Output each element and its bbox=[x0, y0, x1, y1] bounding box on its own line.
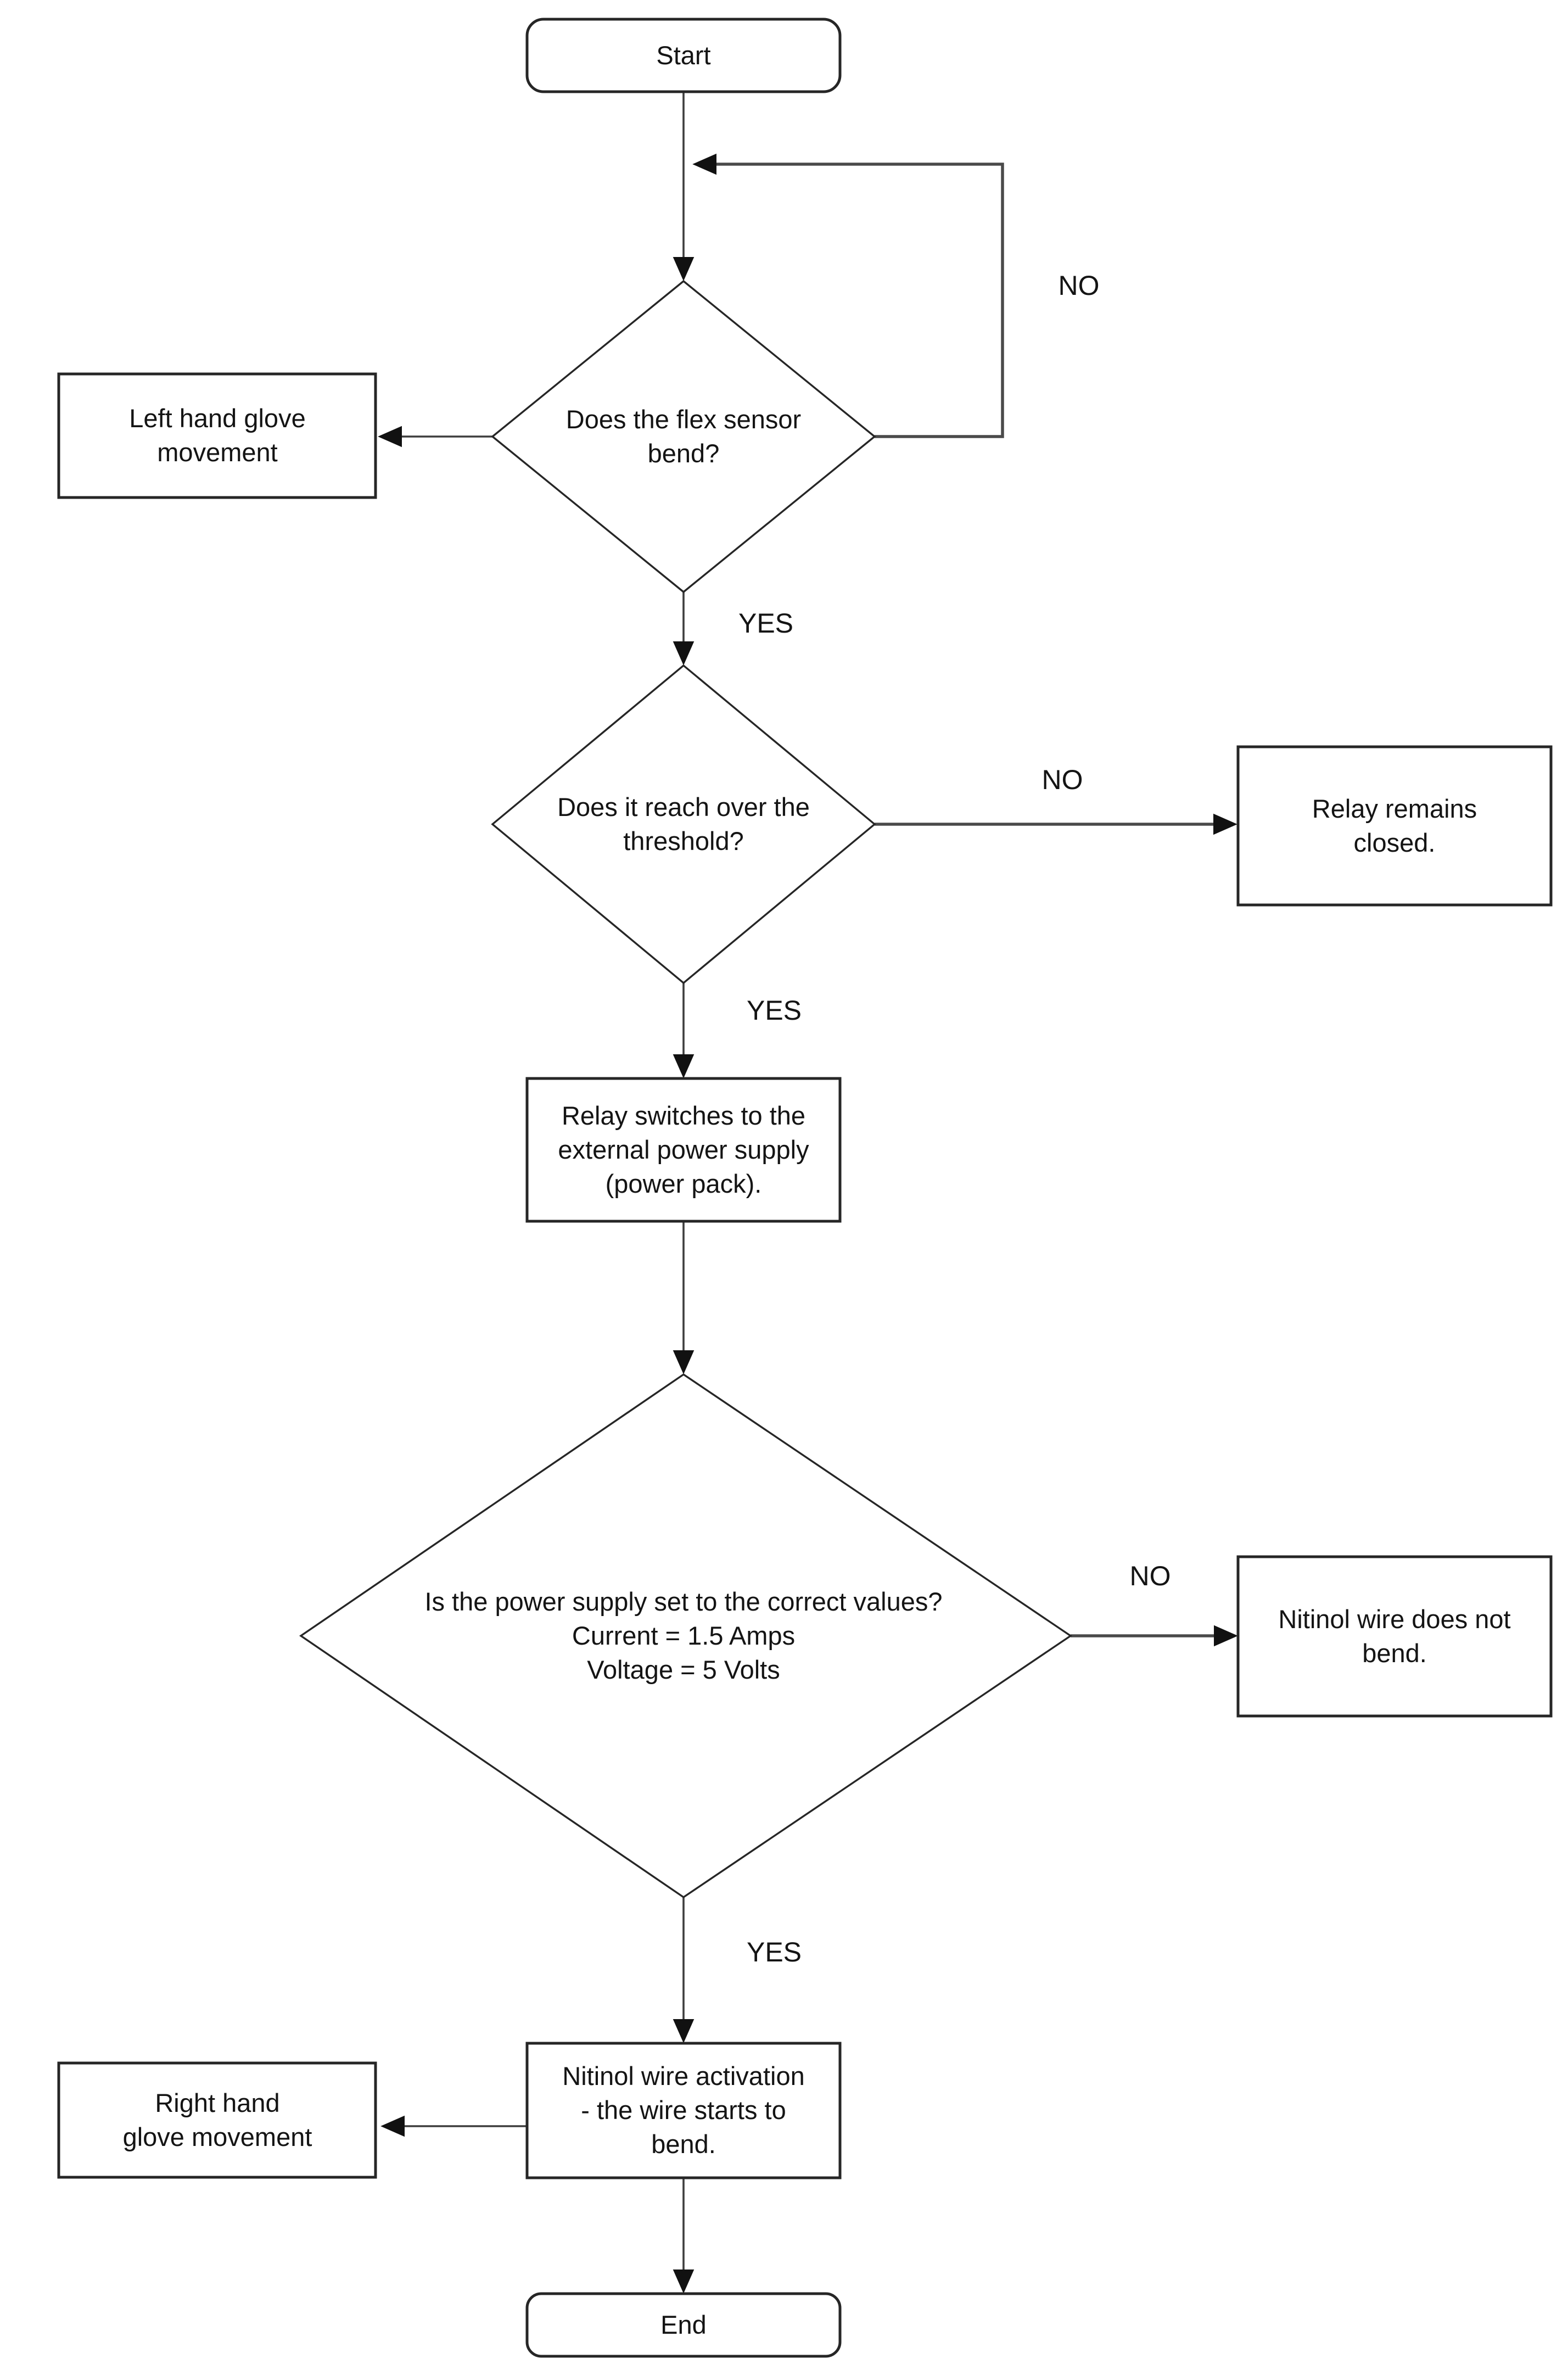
right-glove-label-line1: Right hand bbox=[155, 2088, 279, 2117]
threshold-no-label: NO bbox=[1042, 764, 1083, 795]
left-glove-label-line1: Left hand glove bbox=[129, 404, 305, 433]
end-label: End bbox=[660, 2310, 707, 2339]
power-diamond-label-line3: Voltage = 5 Volts bbox=[587, 1655, 780, 1684]
right-glove-label-line2: glove movement bbox=[123, 2122, 312, 2151]
nitinol-no-bend-box bbox=[1236, 1555, 1553, 1718]
flow-edges bbox=[378, 92, 1238, 2294]
flex-diamond-label-line1: Does the flex sensor bbox=[566, 405, 801, 434]
power-no-label: NO bbox=[1130, 1561, 1171, 1591]
flow-edge-labels: NO YES NO YES NO YES bbox=[738, 270, 1171, 1967]
relay-switch-box bbox=[525, 1077, 842, 1223]
threshold-yes-label: YES bbox=[747, 995, 802, 1026]
power-diamond-label-line1: Is the power supply set to the correct v… bbox=[424, 1587, 942, 1616]
start-label: Start bbox=[656, 41, 710, 70]
left-glove-box bbox=[57, 372, 377, 499]
nitinol-activation-box bbox=[525, 2042, 842, 2179]
nitinol-activation-label-line2: - the wire starts to bbox=[581, 2095, 786, 2125]
power-diamond-label-line2: Current = 1.5 Amps bbox=[572, 1621, 795, 1650]
flex-sensor-decision-diamond bbox=[491, 279, 876, 594]
nitinol-no-bend-label-line1: Nitinol wire does not bbox=[1278, 1605, 1510, 1634]
relay-closed-label-line1: Relay remains bbox=[1312, 794, 1477, 823]
nitinol-activation-label-line1: Nitinol wire activation bbox=[562, 2061, 804, 2090]
power-supply-decision-diamond bbox=[299, 1373, 1073, 1899]
relay-closed-box bbox=[1236, 745, 1553, 907]
relay-switch-label-line2: external power supply bbox=[558, 1135, 809, 1164]
nitinol-no-bend-label-line2: bend. bbox=[1362, 1639, 1427, 1668]
edge-flex-no-loop bbox=[692, 153, 1004, 438]
flow-nodes bbox=[57, 18, 1553, 2358]
relay-switch-label-line1: Relay switches to the bbox=[562, 1101, 805, 1130]
relay-switch-label-line3: (power pack). bbox=[606, 1169, 762, 1198]
threshold-diamond-label-line2: threshold? bbox=[623, 826, 744, 856]
flex-diamond-label-line2: bend? bbox=[648, 439, 720, 468]
threshold-diamond-label-line1: Does it reach over the bbox=[557, 792, 810, 821]
relay-closed-label-line2: closed. bbox=[1354, 828, 1436, 857]
power-yes-label: YES bbox=[747, 1937, 802, 1967]
start-node bbox=[525, 18, 842, 93]
right-glove-box bbox=[57, 2061, 377, 2179]
left-glove-label-line2: movement bbox=[157, 438, 277, 467]
flex-yes-label: YES bbox=[738, 608, 793, 639]
end-node bbox=[525, 2292, 842, 2358]
flow-node-labels: Start Does the flex sensor bend? Left ha… bbox=[123, 41, 1511, 2339]
nitinol-activation-label-line3: bend. bbox=[651, 2129, 716, 2159]
flex-no-label: NO bbox=[1059, 270, 1100, 301]
threshold-decision-diamond bbox=[491, 664, 876, 985]
